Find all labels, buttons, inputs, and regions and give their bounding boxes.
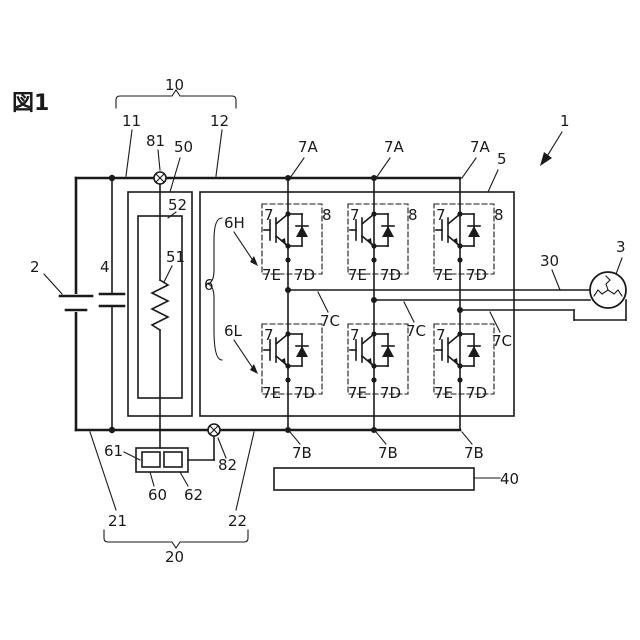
label-7A-v: 7A <box>384 138 405 156</box>
label-6: 6 <box>204 276 214 294</box>
label-62: 62 <box>184 486 203 504</box>
label-7C-w: 7C <box>492 332 512 350</box>
label-50: 50 <box>174 138 193 156</box>
label-7E-u-hi: 7E <box>262 266 281 284</box>
label-82: 82 <box>218 456 237 474</box>
label-6H: 6H <box>224 214 245 232</box>
label-7-v-hi: 7 <box>350 206 360 224</box>
label-11: 11 <box>122 112 141 130</box>
label-8-v-hi: 8 <box>408 206 418 224</box>
label-7B-u: 7B <box>292 444 312 462</box>
label-7-u-lo: 7 <box>264 326 274 344</box>
label-7A-u: 7A <box>298 138 319 156</box>
label-7D-u-hi: 7D <box>294 266 315 284</box>
label-7D-v-hi: 7D <box>380 266 401 284</box>
label-7-w-lo: 7 <box>436 326 446 344</box>
label-20: 20 <box>165 548 184 566</box>
label-7E-v-lo: 7E <box>348 384 367 402</box>
label-7B-w: 7B <box>464 444 484 462</box>
label-12: 12 <box>210 112 229 130</box>
label-4: 4 <box>100 258 110 276</box>
figure-label: 図1 <box>12 91 49 116</box>
label-51: 51 <box>166 248 185 266</box>
label-52: 52 <box>168 196 187 214</box>
label-7C-v: 7C <box>406 322 426 340</box>
label-7D-w-hi: 7D <box>466 266 487 284</box>
label-7E-u-lo: 7E <box>262 384 281 402</box>
label-7C-u: 7C <box>320 312 340 330</box>
label-8-w-hi: 8 <box>494 206 504 224</box>
label-7E-w-hi: 7E <box>434 266 453 284</box>
label-7-w-hi: 7 <box>436 206 446 224</box>
label-7D-v-lo: 7D <box>380 384 401 402</box>
label-30: 30 <box>540 252 559 270</box>
label-10: 10 <box>165 76 184 94</box>
label-7E-w-lo: 7E <box>434 384 453 402</box>
label-7B-v: 7B <box>378 444 398 462</box>
label-7E-v-hi: 7E <box>348 266 367 284</box>
label-2: 2 <box>30 258 40 276</box>
label-61: 61 <box>104 442 123 460</box>
label-3: 3 <box>616 238 626 256</box>
label-40: 40 <box>500 470 519 488</box>
label-22: 22 <box>228 512 247 530</box>
label-7D-u-lo: 7D <box>294 384 315 402</box>
label-21: 21 <box>108 512 127 530</box>
label-7D-w-lo: 7D <box>466 384 487 402</box>
label-1: 1 <box>560 112 570 130</box>
label-8-u-hi: 8 <box>322 206 332 224</box>
label-6L: 6L <box>224 322 243 340</box>
label-81: 81 <box>146 132 165 150</box>
label-5: 5 <box>497 150 507 168</box>
label-7-v-lo: 7 <box>350 326 360 344</box>
label-60: 60 <box>148 486 167 504</box>
label-7A-w: 7A <box>470 138 491 156</box>
label-7-u-hi: 7 <box>264 206 274 224</box>
